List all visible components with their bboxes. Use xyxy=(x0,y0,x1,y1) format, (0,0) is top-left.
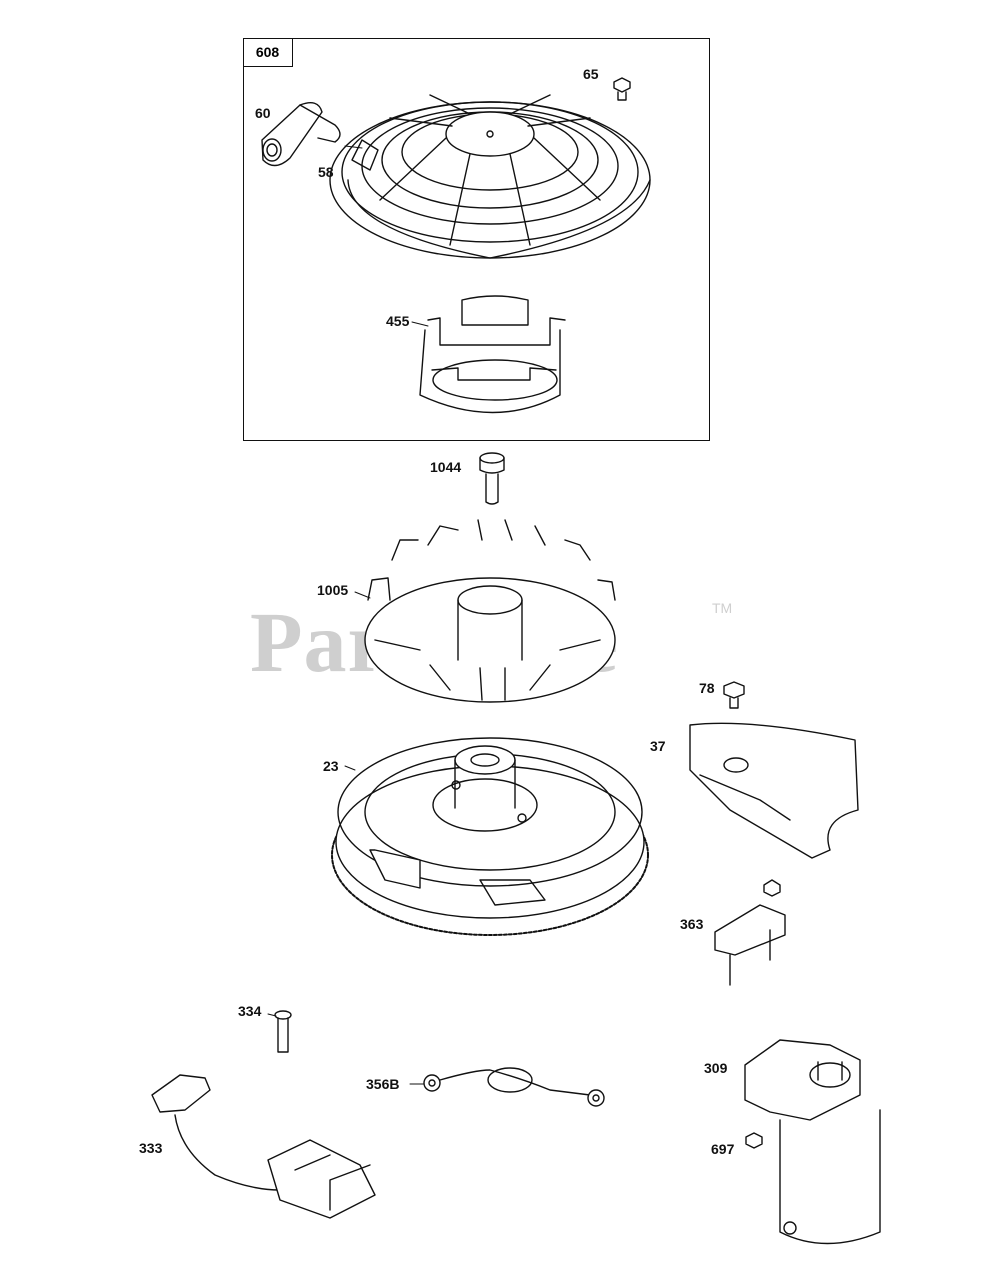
callout-333[interactable]: 333 xyxy=(139,1140,163,1156)
screw-697-part[interactable] xyxy=(745,1132,763,1149)
callout-363[interactable]: 363 xyxy=(680,916,704,932)
callout-65[interactable]: 65 xyxy=(583,66,599,82)
bolt-65-part[interactable] xyxy=(613,77,631,101)
ignition-armature-part[interactable] xyxy=(151,1074,376,1219)
starter-handle-part[interactable] xyxy=(261,102,341,167)
callout-78[interactable]: 78 xyxy=(699,680,715,696)
watermark-trademark: TM xyxy=(712,600,733,616)
callout-60[interactable]: 60 xyxy=(255,105,271,121)
starter-motor-part[interactable] xyxy=(744,1039,881,1245)
callout-697[interactable]: 697 xyxy=(711,1141,735,1157)
callout-356b[interactable]: 356B xyxy=(366,1076,400,1092)
leader-lines xyxy=(267,145,429,1085)
bolt-78-part[interactable] xyxy=(723,681,745,709)
cooling-fan-part[interactable] xyxy=(364,519,616,703)
callout-37[interactable]: 37 xyxy=(650,738,666,754)
starter-cup-part[interactable] xyxy=(419,295,566,414)
air-guide-part[interactable] xyxy=(689,722,859,859)
assembly-group-frame xyxy=(243,38,710,441)
flywheel-bolt-part[interactable] xyxy=(479,452,505,505)
bracket-assembly-part[interactable] xyxy=(714,879,786,986)
ground-wire-part[interactable] xyxy=(423,1067,605,1107)
rewind-starter-part[interactable] xyxy=(329,94,651,259)
callout-58[interactable]: 58 xyxy=(318,164,334,180)
callout-309[interactable]: 309 xyxy=(704,1060,728,1076)
callout-455[interactable]: 455 xyxy=(386,313,410,329)
flywheel-part[interactable] xyxy=(331,737,649,936)
screw-334-part[interactable] xyxy=(274,1010,292,1053)
callout-1005[interactable]: 1005 xyxy=(317,582,349,598)
assembly-group-number: 608 xyxy=(243,38,293,67)
callout-1044[interactable]: 1044 xyxy=(430,459,462,475)
callout-23[interactable]: 23 xyxy=(323,758,339,774)
callout-334[interactable]: 334 xyxy=(238,1003,262,1019)
